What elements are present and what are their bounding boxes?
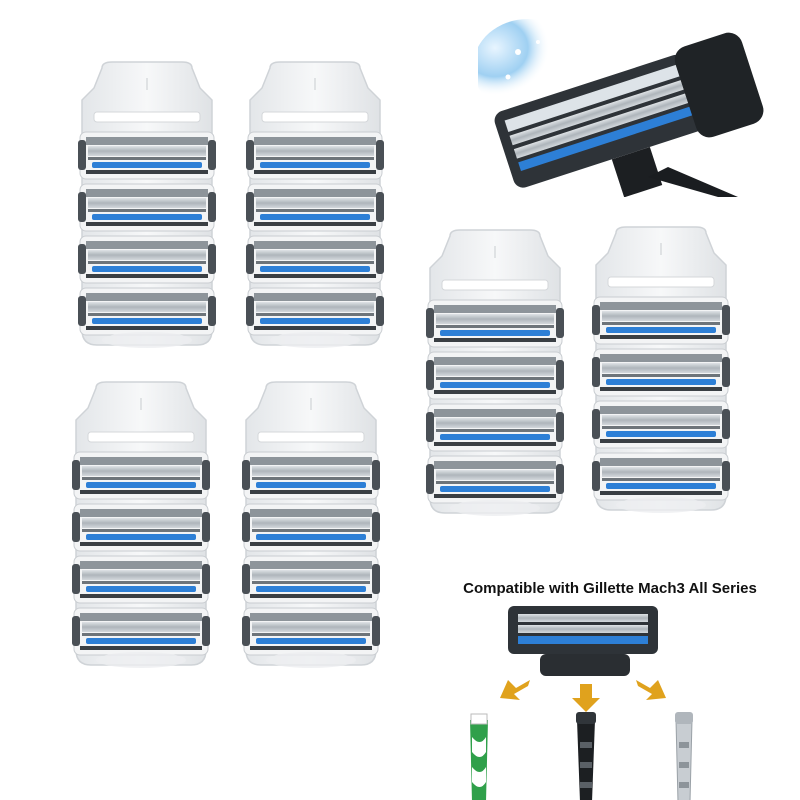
- arrow-down-icon: [572, 684, 600, 712]
- black-handle-icon: [576, 712, 596, 800]
- blade-pack-5: [420, 228, 570, 518]
- blade-pack-3: [66, 380, 216, 670]
- pack-image: [420, 228, 570, 518]
- compatibility-panel: Compatible with Gillette Mach3 All Serie…: [430, 572, 790, 800]
- pack-image: [236, 380, 386, 670]
- compatibility-caption: Compatible with Gillette Mach3 All Serie…: [463, 580, 757, 597]
- pack-image: [240, 60, 390, 350]
- green-handle-icon: [470, 713, 488, 800]
- blade-pack-6: [586, 225, 736, 515]
- blade-pack-1: [72, 60, 222, 350]
- pack-image: [586, 225, 736, 515]
- razor-closeup: [473, 12, 778, 198]
- blade-pack-2: [240, 60, 390, 350]
- arrow-right-icon: [636, 680, 666, 700]
- compatibility-illustration: [470, 606, 693, 800]
- blade-pack-4: [236, 380, 386, 670]
- pack-image: [66, 380, 216, 670]
- silver-handle-icon: [675, 712, 693, 800]
- arrow-left-icon: [500, 680, 530, 700]
- pack-image: [72, 60, 222, 350]
